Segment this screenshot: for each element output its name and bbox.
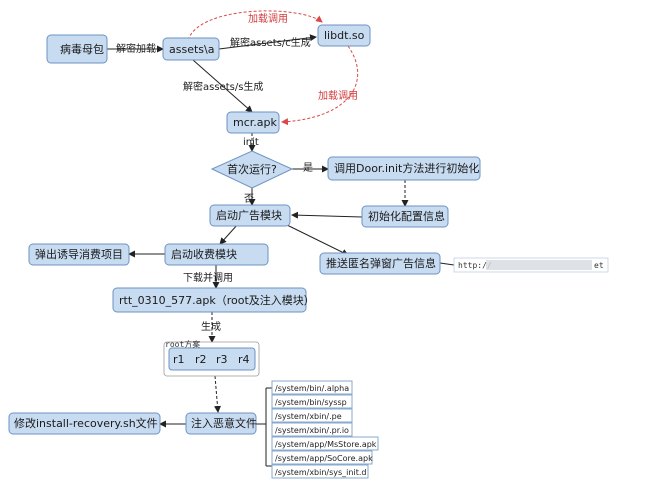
file-item: /system/bin/.alpha [271, 380, 353, 395]
edge-label-decrypt-c: 解密assets/c生成 [230, 36, 311, 49]
file-item-label: /system/bin/.alpha [275, 384, 349, 393]
root-item-r4: r4 [238, 353, 250, 366]
edge-startad-to-fee [219, 223, 239, 245]
node-start-ad-label: 启动广告模块 [216, 209, 282, 222]
node-start-fee[interactable]: 启动收费模块 [164, 243, 269, 266]
url-tail-text: et [594, 261, 604, 270]
url-text: http:// [458, 261, 492, 270]
node-assets-a-label: assets\a [169, 43, 214, 56]
file-item: /system/xbin/sys_init.d [271, 464, 369, 479]
node-first-run-label: 首次运行? [227, 162, 277, 176]
root-item-r2: r2 [195, 353, 207, 366]
file-item: /system/app/MsStore.apk [271, 436, 379, 451]
edge-label-decrypt-load: 解密加载 [116, 42, 156, 55]
node-door-init[interactable]: 调用Door.init方法进行初始化 [327, 156, 481, 181]
node-mcr-apk-label: mcr.apk [233, 116, 277, 129]
edge-load-call-top [187, 10, 323, 41]
edge-assets-to-mcr [192, 59, 253, 113]
node-first-run[interactable]: 首次运行? [210, 150, 294, 189]
node-assets-a[interactable]: assets\a [162, 37, 220, 61]
file-item: /system/xbin/.pe [271, 408, 353, 423]
root-group: root方案 r1 r2 r3 r4 [163, 339, 260, 377]
file-item-label: /system/app/MsStore.apk [275, 440, 377, 449]
files-bracket [256, 387, 272, 467]
edge-assets-to-libdt [218, 34, 317, 50]
node-popup-consume-label: 弹出诱导消费项目 [35, 247, 123, 261]
node-virus-package-label: 病毒母包 [60, 42, 104, 56]
file-list: /system/bin/.alpha /system/bin/syssp /sy… [271, 380, 379, 479]
node-popup-consume[interactable]: 弹出诱导消费项目 [28, 243, 130, 266]
file-item-label: /system/xbin/.pr.io [275, 426, 349, 435]
edge-pushad-to-url [439, 262, 455, 266]
node-libdt-label: libdt.so [324, 29, 365, 42]
file-item-label: /system/app/SoCore.apk [275, 454, 373, 463]
root-items[interactable]: r1 r2 r3 r4 [168, 347, 256, 371]
url-redacted [486, 260, 592, 270]
file-item-label: /system/bin/syssp [275, 398, 347, 407]
node-rtt-apk-label: rtt_0310_577.apk（root及注入模块） [119, 293, 315, 307]
edge-label-generate: 生成 [201, 320, 221, 333]
node-inject[interactable]: 注入恶意文件 [185, 412, 257, 435]
node-start-fee-label: 启动收费模块 [171, 247, 237, 261]
file-item-label: /system/xbin/.pe [275, 412, 342, 421]
node-start-ad[interactable]: 启动广告模块 [209, 204, 291, 227]
root-item-r1: r1 [173, 353, 185, 366]
file-item: /system/xbin/.pr.io [271, 422, 353, 437]
edge-label-no: 否 [244, 193, 254, 205]
node-init-config[interactable]: 初始化配置信息 [361, 205, 449, 228]
node-init-config-label: 初始化配置信息 [368, 209, 445, 223]
url-box: http:// et [453, 257, 609, 273]
node-door-init-label: 调用Door.init方法进行初始化 [334, 161, 479, 175]
node-inject-label: 注入恶意文件 [191, 416, 257, 430]
edge-label-yes: 是 [303, 162, 313, 174]
file-item: /system/bin/syssp [271, 394, 353, 409]
edge-root-to-inject [214, 375, 221, 413]
node-push-ad-label: 推送匿名弹窗广告信息 [326, 256, 436, 270]
node-mcr-apk[interactable]: mcr.apk [226, 111, 280, 134]
node-virus-package[interactable]: 病毒母包 [46, 34, 108, 64]
edge-label-load-call-right: 加载调用 [318, 90, 358, 102]
node-rtt-apk[interactable]: rtt_0310_577.apk（root及注入模块） [112, 287, 315, 313]
file-item: /system/app/SoCore.apk [271, 450, 373, 465]
node-push-ad[interactable]: 推送匿名弹窗广告信息 [319, 252, 441, 275]
file-item-label: /system/xbin/sys_init.d [275, 468, 366, 477]
edge-label-decrypt-s: 解密assets/s生成 [183, 80, 263, 93]
root-group-label: root方案 [165, 339, 200, 349]
node-libdt[interactable]: libdt.so [317, 24, 371, 47]
node-modify-recovery[interactable]: 修改install-recovery.sh文件 [8, 412, 161, 435]
edge-config-to-startad [291, 211, 363, 219]
edge-startad-to-pushad [284, 223, 349, 256]
node-modify-recovery-label: 修改install-recovery.sh文件 [14, 416, 158, 430]
edge-label-download-call: 下载并调用 [183, 271, 233, 284]
root-item-r3: r3 [216, 353, 228, 366]
edge-label-load-call-top: 加载调用 [248, 13, 288, 25]
edge-load-call-right [281, 45, 359, 126]
edge-label-init: init [243, 137, 259, 148]
